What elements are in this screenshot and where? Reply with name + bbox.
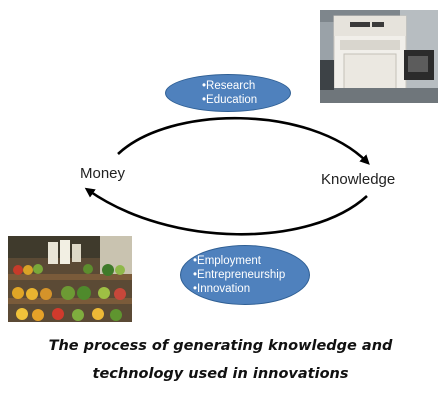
market-produce-stall-photo [8,236,132,322]
caption-line-2: technology used in innovations [92,366,349,382]
top-bubble-item: •Research [202,80,256,92]
top-bubble-item: •Education [202,94,258,106]
laboratory-equipment-photo [320,10,438,103]
caption-line-1: The process of generating knowledge and [48,338,393,354]
arrow-knowledge-to-money [84,187,368,236]
bottom-bubble-item: •Employment [193,255,261,267]
bottom-bubble-item: •Entrepreneurship [193,269,286,281]
node-money: Money [80,165,126,182]
top-bubble: •Research •Education [165,74,291,112]
node-knowledge: Knowledge [321,171,396,188]
bottom-bubble-item: •Innovation [193,283,251,295]
bottom-bubble: •Employment •Entrepreneurship •Innovatio… [180,245,310,305]
lab-machine-icon [320,10,438,103]
produce-stall-icon [8,236,132,322]
arrow-money-to-knowledge [117,116,370,165]
